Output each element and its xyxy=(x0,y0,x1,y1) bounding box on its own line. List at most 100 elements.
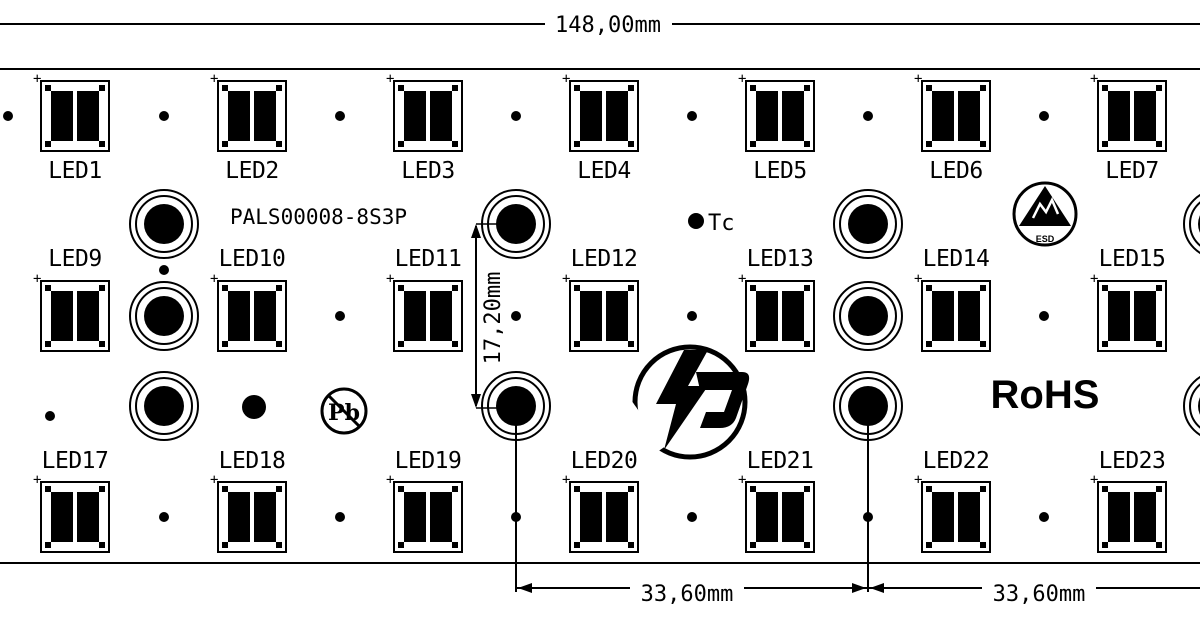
row-pitch-label: 17,20mm xyxy=(481,272,506,365)
led-footprint: +LED11 xyxy=(386,246,463,352)
polarity-plus-label: + xyxy=(1090,271,1098,287)
polarity-plus-label: + xyxy=(386,271,394,287)
polarity-plus-label: + xyxy=(1090,71,1098,87)
led-label: LED17 xyxy=(42,448,109,474)
polarity-plus-label: + xyxy=(914,271,922,287)
polarity-plus-label: + xyxy=(386,472,394,488)
polarity-plus-label: + xyxy=(738,71,746,87)
led-label: LED13 xyxy=(747,246,814,272)
polarity-plus-label: + xyxy=(210,71,218,87)
polarity-plus-label: + xyxy=(914,472,922,488)
polarity-plus-label: + xyxy=(562,472,570,488)
led-label: LED3 xyxy=(401,158,454,184)
led-footprint: +LED23 xyxy=(1090,448,1167,553)
esd-label: ESD xyxy=(1036,234,1055,244)
tc-point-dot xyxy=(688,213,704,229)
via-dot xyxy=(159,512,169,522)
row-pitch-dimension: 17,20mm xyxy=(471,223,514,409)
led-footprint: + LED3 xyxy=(386,71,463,184)
mounting-hole xyxy=(129,189,199,259)
led-label: LED5 xyxy=(753,158,806,184)
led-footprint: +LED10 xyxy=(210,246,287,352)
led-footprint: + LED4 xyxy=(562,71,639,184)
polarity-plus-label: + xyxy=(33,271,41,287)
mounting-hole xyxy=(833,189,903,259)
mounting-hole xyxy=(481,189,551,259)
led-label: LED9 xyxy=(48,246,101,272)
tc-label: Tc xyxy=(708,211,735,236)
led-footprint: + LED5 xyxy=(738,71,815,184)
via-dot xyxy=(3,111,13,121)
led-label: LED19 xyxy=(395,448,462,474)
led-label: LED14 xyxy=(923,246,990,272)
led-label: LED10 xyxy=(219,246,286,272)
led-footprint: + LED1 xyxy=(33,71,110,184)
led-label: LED23 xyxy=(1099,448,1166,474)
overall-width-label: 148,00mm xyxy=(555,13,661,38)
mounting-hole xyxy=(129,371,199,441)
led-label: LED12 xyxy=(571,246,638,272)
via-dot xyxy=(159,265,169,275)
via-dot xyxy=(335,311,345,321)
polarity-plus-label: + xyxy=(562,271,570,287)
led-footprint: +LED20 xyxy=(562,448,639,553)
rohs-label: RoHS xyxy=(991,373,1100,417)
via-dot xyxy=(511,311,521,321)
hole-pitch-dimension: 33,60mm 33,60mm xyxy=(515,406,1200,607)
via-dot xyxy=(335,512,345,522)
via-dot xyxy=(863,111,873,121)
via-dot xyxy=(335,111,345,121)
mounting-hole xyxy=(833,281,903,351)
polarity-plus-label: + xyxy=(738,472,746,488)
via-dot xyxy=(687,311,697,321)
led-label: LED22 xyxy=(923,448,990,474)
esd-warning-hand-icon: ESD xyxy=(1012,181,1078,247)
tc-marker: Tc xyxy=(688,211,735,236)
polarity-plus-label: + xyxy=(210,271,218,287)
mounting-hole xyxy=(1183,375,1200,437)
polarity-plus-label: + xyxy=(210,472,218,488)
polarity-plus-label: + xyxy=(386,71,394,87)
via-dot xyxy=(1039,512,1049,522)
led-label: LED1 xyxy=(48,158,101,184)
mounting-hole-layer xyxy=(129,189,1200,441)
led-footprint: +LED21 xyxy=(738,448,815,553)
polarity-plus-label: + xyxy=(1090,472,1098,488)
via-dot xyxy=(511,111,521,121)
led-footprint: +LED15 xyxy=(1090,246,1167,352)
fiducial-dot xyxy=(242,395,266,419)
led-label: LED7 xyxy=(1105,158,1158,184)
part-number-label: PALS00008-8S3P xyxy=(230,205,407,229)
led-footprint: +LED14 xyxy=(914,246,991,352)
led-footprint: +LED13 xyxy=(738,246,815,352)
pitch-left-label: 33,60mm xyxy=(641,582,734,607)
pitch-right-label: 33,60mm xyxy=(993,582,1086,607)
via-dot xyxy=(1039,111,1049,121)
led-label: LED2 xyxy=(225,158,278,184)
lightning-brand-logo-icon xyxy=(619,344,750,460)
via-dot xyxy=(45,411,55,421)
led-layer: + LED1 + LED2 + LED3 + LED4 + LED5 + LED6 + LED7 + LED9… xyxy=(33,71,1167,553)
via-dot xyxy=(1039,311,1049,321)
led-label: LED4 xyxy=(577,158,630,184)
led-label: LED6 xyxy=(929,158,982,184)
polarity-plus-label: + xyxy=(914,71,922,87)
polarity-plus-label: + xyxy=(562,71,570,87)
polarity-plus-label: + xyxy=(33,71,41,87)
polarity-plus-label: + xyxy=(738,271,746,287)
led-footprint: + LED9 xyxy=(33,246,110,352)
led-footprint: +LED12 xyxy=(562,246,639,352)
via-dot xyxy=(687,111,697,121)
led-footprint: + LED6 xyxy=(914,71,991,184)
led-label: LED20 xyxy=(571,448,638,474)
overall-width-dimension: 148,00mm xyxy=(0,13,1200,38)
polarity-plus-label: + xyxy=(33,472,41,488)
led-footprint: +LED17 xyxy=(33,448,110,553)
led-footprint: +LED18 xyxy=(210,448,287,553)
led-footprint: + LED7 xyxy=(1090,71,1167,184)
led-label: LED21 xyxy=(747,448,814,474)
led-label: LED11 xyxy=(395,246,462,272)
mounting-hole xyxy=(1183,193,1200,255)
